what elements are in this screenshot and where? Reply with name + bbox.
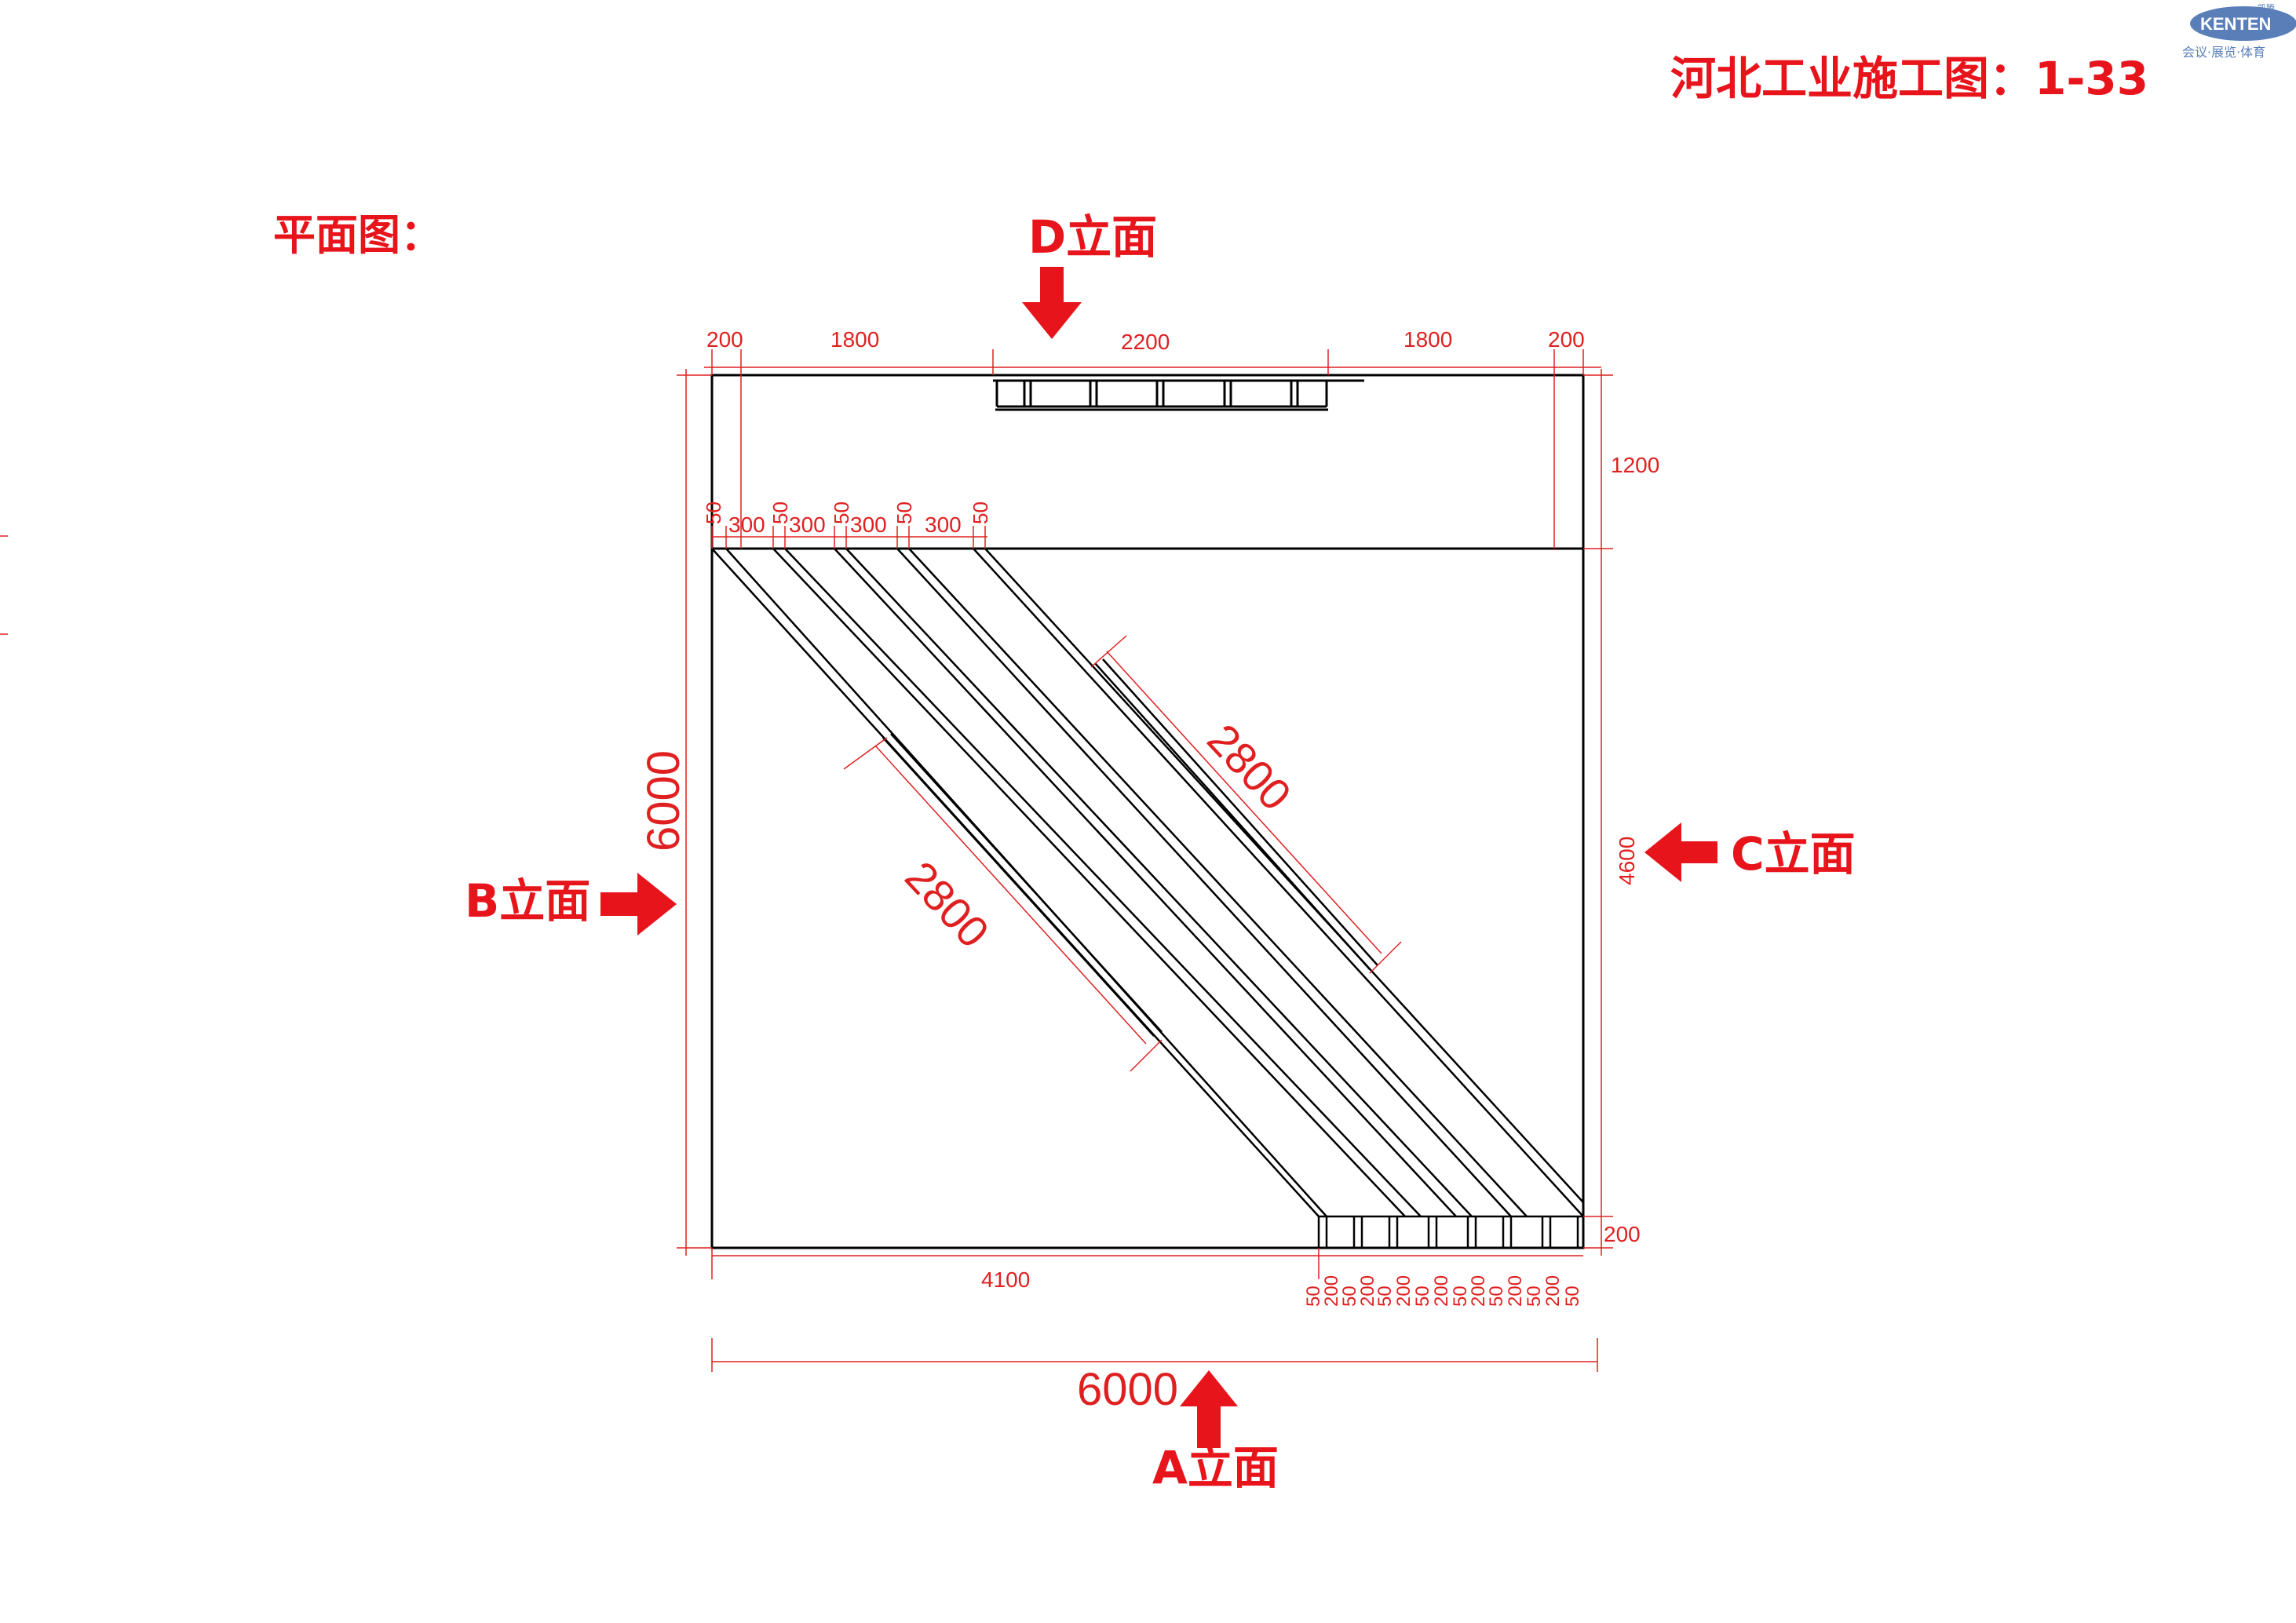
dim-top-right-1800: 1800 bbox=[1404, 327, 1452, 352]
dim-left-6000: 6000 bbox=[638, 750, 689, 852]
dim-tick bbox=[1090, 635, 1127, 668]
slat-top-dim: 300 bbox=[850, 512, 887, 537]
plan-linework bbox=[710, 374, 1585, 1249]
dim-bottom-4100: 4100 bbox=[981, 1267, 1030, 1292]
post-bottom-dim: 200 bbox=[1393, 1275, 1414, 1307]
logo-ellipse bbox=[2190, 6, 2296, 41]
logo-name: KENTEN bbox=[2200, 14, 2271, 34]
post-bottom-dim: 50 bbox=[1374, 1286, 1396, 1307]
post-bottom-dim: 50 bbox=[1339, 1286, 1360, 1307]
slat-line bbox=[908, 548, 1528, 1217]
kenten-logo: 凯腾 KENTEN 会议·展览·体育 bbox=[2182, 2, 2296, 60]
dim-bottom-6000: 6000 bbox=[1077, 1364, 1178, 1415]
slat-line bbox=[845, 548, 1473, 1217]
shelf-line bbox=[890, 733, 1163, 1033]
view-c-label: C立面 bbox=[1731, 827, 1856, 881]
post-bottom-dim: 50 bbox=[1486, 1286, 1507, 1307]
top-counter bbox=[993, 379, 1364, 411]
dim-tick bbox=[843, 737, 888, 770]
shelf-line bbox=[1094, 662, 1371, 970]
dim-top-left-1800: 1800 bbox=[830, 327, 879, 352]
shelf-line bbox=[882, 737, 1155, 1037]
post-bottom-dim: 200 bbox=[1321, 1275, 1342, 1307]
diagonal-slats bbox=[711, 548, 1584, 1217]
slat-line bbox=[984, 548, 1584, 1203]
bottom-post-row bbox=[1317, 1215, 1583, 1248]
counter-post bbox=[1223, 379, 1232, 408]
logo-chinese: 凯腾 bbox=[2258, 2, 2275, 13]
view-c-marker: C立面 bbox=[1644, 822, 1856, 882]
dim-top-center-2200: 2200 bbox=[1121, 330, 1170, 354]
dimension-text: 200 1800 2200 1800 200 1200 4600 200 410… bbox=[638, 327, 1659, 1415]
view-d-marker: D立面 bbox=[1022, 210, 1157, 339]
slat-top-dim: 50 bbox=[768, 501, 792, 524]
dim-diagonal-upper: 2800 bbox=[1198, 714, 1301, 819]
view-a-label: A立面 bbox=[1152, 1441, 1279, 1494]
dim-top-right-200: 200 bbox=[1548, 327, 1585, 352]
arrow-right-icon bbox=[600, 873, 677, 936]
view-b-marker: B立面 bbox=[465, 873, 677, 936]
slat-line bbox=[772, 548, 1406, 1217]
slat-line bbox=[834, 548, 1457, 1217]
post-bottom-dim: 50 bbox=[1524, 1286, 1545, 1307]
shelf-line bbox=[1102, 658, 1378, 966]
counter-post bbox=[1023, 379, 1032, 408]
dim-top-left-200: 200 bbox=[706, 327, 743, 352]
dim-tick bbox=[1369, 941, 1402, 974]
post-bottom-dim: 50 bbox=[1412, 1286, 1433, 1307]
dim-right-4600: 4600 bbox=[1615, 837, 1639, 885]
slat-top-dim: 50 bbox=[702, 501, 725, 524]
post-bottom-dim: 200 bbox=[1357, 1275, 1378, 1307]
slat-top-dim: 50 bbox=[830, 501, 853, 524]
dim-line bbox=[1106, 651, 1382, 954]
plan-label: 平面图： bbox=[273, 210, 443, 260]
booth-outline bbox=[710, 374, 1585, 1249]
post-bottom-dim: 200 bbox=[1431, 1275, 1452, 1307]
counter-post bbox=[1155, 379, 1165, 408]
dim-right-200: 200 bbox=[1604, 1222, 1641, 1246]
arrow-left-icon bbox=[1644, 822, 1717, 882]
post-bottom-dim: 200 bbox=[1468, 1275, 1489, 1307]
elevation-markers: D立面 B立面 C立面 A立面 bbox=[465, 210, 1856, 1494]
view-a-marker: A立面 bbox=[1152, 1370, 1279, 1494]
post-bottom-dim: 50 bbox=[1562, 1286, 1583, 1307]
post-bottom-dim: 50 bbox=[1450, 1286, 1471, 1307]
slat-top-dim: 50 bbox=[969, 501, 992, 524]
slat-top-dim: 50 bbox=[892, 501, 916, 524]
slat-top-dim: 300 bbox=[925, 512, 962, 537]
dim-tick bbox=[1130, 1039, 1163, 1072]
slat-top-dim: 300 bbox=[728, 512, 765, 537]
slat-line bbox=[973, 548, 1584, 1217]
slat-line bbox=[896, 548, 1512, 1217]
view-d-label: D立面 bbox=[1028, 210, 1157, 264]
arrow-down-icon bbox=[1022, 267, 1082, 339]
logo-tagline: 会议·展览·体育 bbox=[2182, 45, 2265, 60]
post-bottom-dim: 200 bbox=[1542, 1275, 1564, 1307]
post-bottom-dim: 50 bbox=[1303, 1286, 1324, 1307]
slat-line bbox=[784, 548, 1422, 1217]
dim-line bbox=[874, 745, 1147, 1045]
drawing-title: 河北工业施工图：1-33 bbox=[1670, 52, 2148, 105]
counter-post bbox=[1089, 379, 1098, 408]
view-b-label: B立面 bbox=[465, 874, 590, 928]
dim-right-1200: 1200 bbox=[1611, 453, 1659, 477]
slat-top-dim: 300 bbox=[789, 512, 826, 537]
dim-diagonal-lower: 2800 bbox=[896, 852, 998, 957]
arrow-up-icon bbox=[1180, 1370, 1238, 1448]
counter-post bbox=[1290, 379, 1299, 408]
dimension-lines bbox=[0, 349, 1613, 1372]
post-bottom-dim: 200 bbox=[1505, 1275, 1526, 1307]
